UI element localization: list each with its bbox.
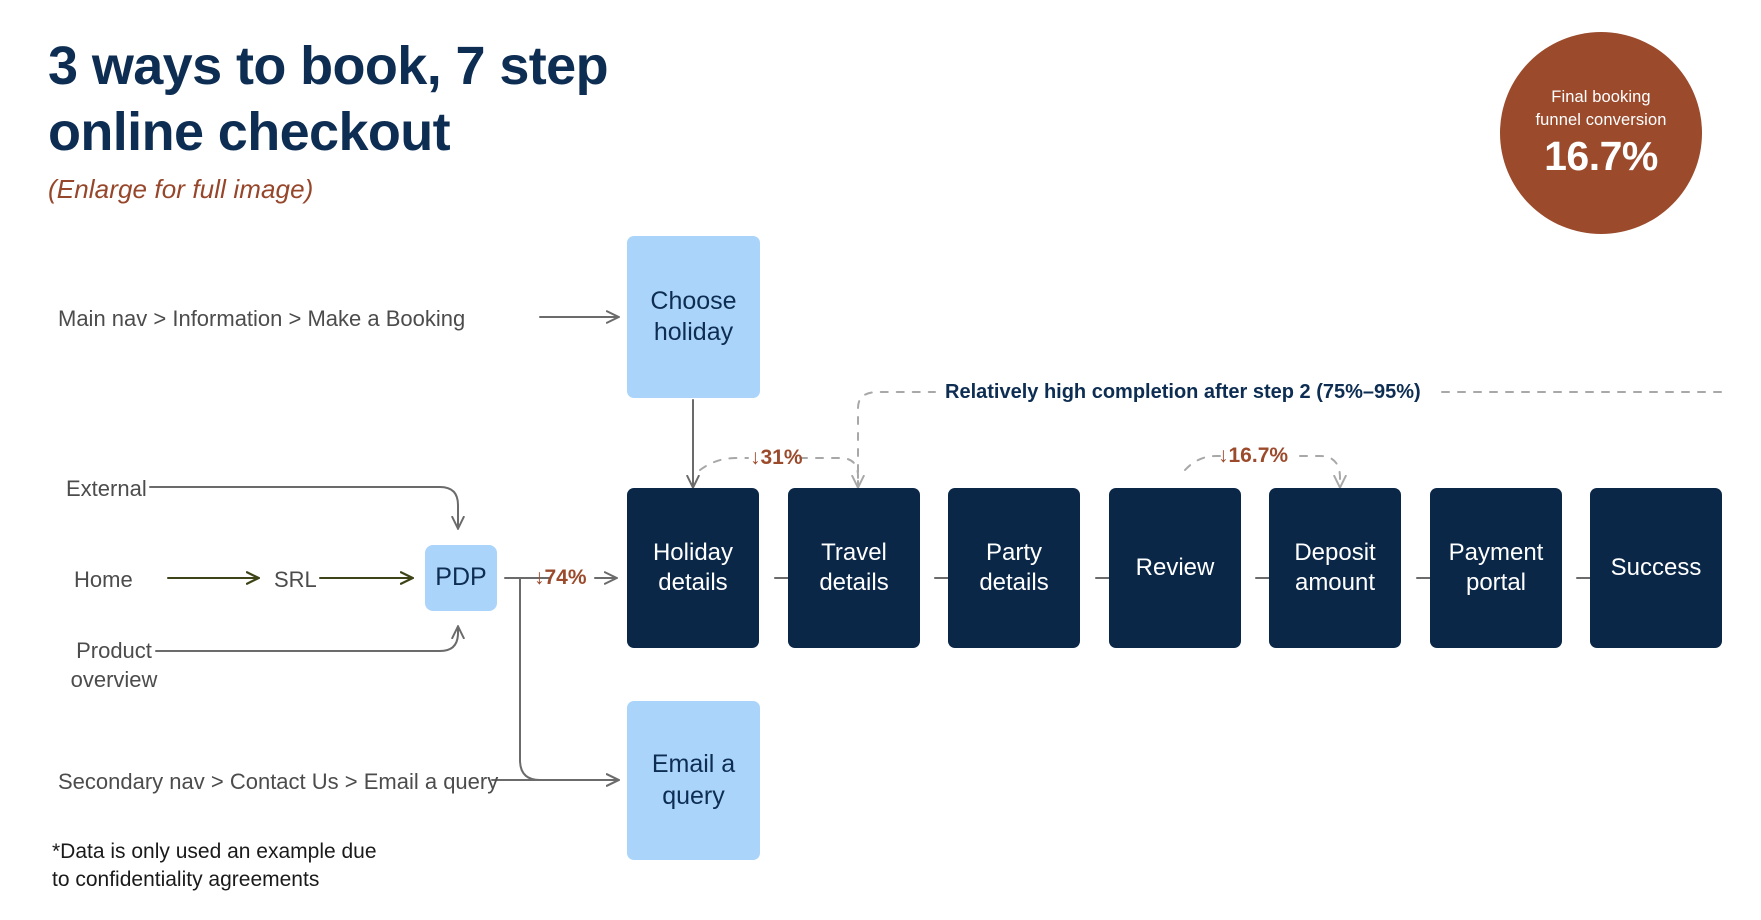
step-node-travel-details[interactable]: Travel details	[788, 488, 920, 648]
dropoff-label-16-7: ↓16.7%	[1218, 444, 1289, 467]
entry-label-product-overview: Product overview	[70, 638, 158, 692]
edge-dropoff31-right	[799, 457, 858, 487]
node-pdp[interactable]: PDP	[425, 545, 497, 611]
entry-label-home: Home	[74, 567, 133, 592]
conversion-badge: Final booking funnel conversion 16.7%	[1500, 32, 1702, 234]
entry-label-srl: SRL	[274, 567, 317, 592]
edge-completion-left	[857, 391, 936, 489]
dropoff-label-31: ↓31%	[750, 446, 803, 469]
edge-productoverview-to-pdp	[155, 627, 458, 652]
step-node-payment-portal[interactable]: Payment portal	[1430, 488, 1562, 648]
step-node-deposit-amount[interactable]: Deposit amount	[1269, 488, 1401, 648]
step-node-review[interactable]: Review	[1109, 488, 1241, 648]
badge-value: 16.7%	[1544, 132, 1658, 179]
entry-label-secondary-nav: Secondary nav > Contact Us > Email a que…	[58, 769, 499, 794]
dropoff-label-74: ↓74%	[534, 566, 587, 589]
entry-label-main-nav: Main nav > Information > Make a Booking	[58, 306, 466, 331]
step-node-party-details[interactable]: Party details	[948, 488, 1080, 648]
node-email-query[interactable]: Email a query	[627, 701, 760, 860]
edge-pdp-to-emailquery	[519, 577, 618, 780]
annotation-high-completion: Relatively high completion after step 2 …	[945, 381, 1421, 403]
step-node-success[interactable]: Success	[1590, 488, 1722, 648]
footnote-disclaimer: *Data is only used an example due to con…	[52, 840, 377, 891]
edge-dropoff167-right	[1299, 455, 1340, 487]
node-choose-holiday[interactable]: Choose holiday	[627, 236, 760, 398]
edge-external-to-pdp	[149, 486, 458, 528]
entry-label-external: External	[66, 476, 147, 501]
badge-caption: Final booking funnel conversion	[1535, 88, 1667, 129]
edge-dropoff31-left	[699, 457, 749, 471]
page-title: 3 ways to book, 7 step online checkout	[48, 36, 609, 162]
step-node-holiday-details[interactable]: Holiday details	[627, 488, 759, 648]
header-block: 3 ways to book, 7 step online checkout (…	[48, 34, 808, 205]
page-subtitle: (Enlarge for full image)	[48, 173, 314, 204]
